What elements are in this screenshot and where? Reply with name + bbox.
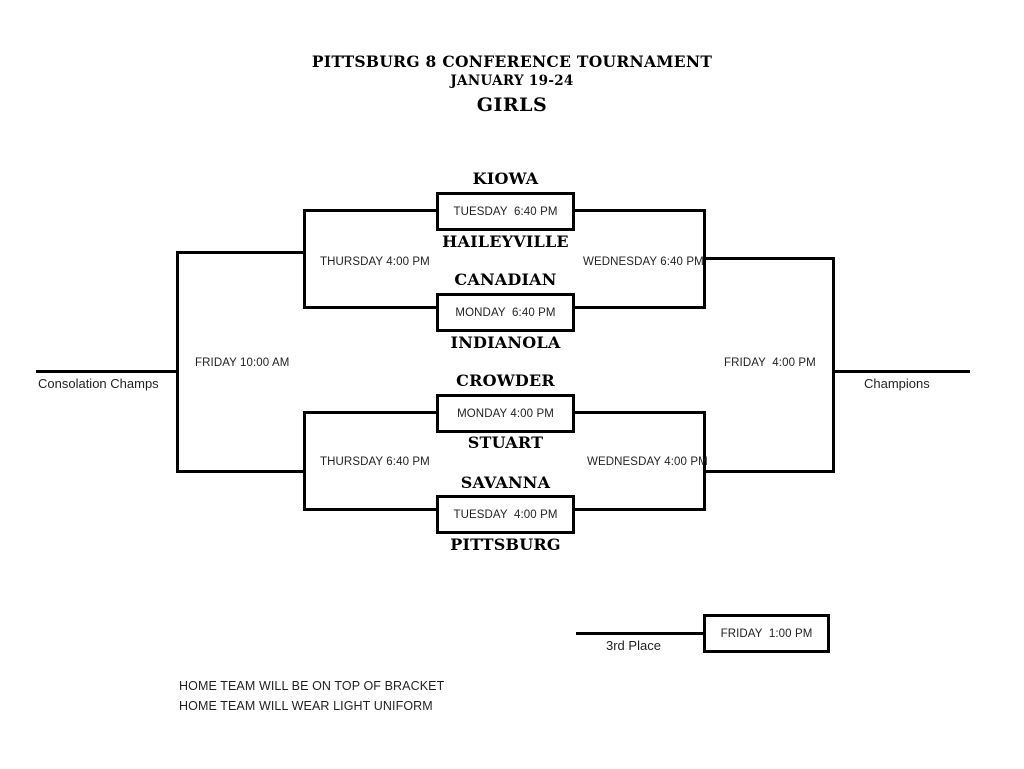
semifinal-upper-top-rail xyxy=(575,209,706,212)
game-box-3[interactable]: MONDAY 4:00 PM xyxy=(436,394,575,433)
championship-top-rail xyxy=(703,257,835,260)
championship-connector xyxy=(832,257,835,473)
champions-line xyxy=(832,370,970,373)
semifinal-lower-top-rail xyxy=(575,411,706,414)
team-haileyville: HAILEYVILLE xyxy=(442,232,569,251)
semifinal-lower-bottom-rail xyxy=(575,508,706,511)
team-canadian: CANADIAN xyxy=(454,270,557,289)
tournament-title: PITTSBURG 8 CONFERENCE TOURNAMENT xyxy=(311,52,713,71)
team-savanna: SAVANNA xyxy=(460,473,551,492)
third-place-label: 3rd Place xyxy=(606,638,661,653)
champions-label: Champions xyxy=(864,376,930,391)
consolation-upper-bottom-rail xyxy=(303,306,437,309)
game-2-time: MONDAY 6:40 PM xyxy=(455,306,556,319)
team-pittsburg: PITTSBURG xyxy=(450,535,561,554)
consolation-lower-time: THURSDAY 6:40 PM xyxy=(320,456,430,468)
tournament-division: GIRLS xyxy=(476,94,548,116)
team-indianola: INDIANOLA xyxy=(450,333,561,352)
game-box-1[interactable]: TUESDAY 6:40 PM xyxy=(436,192,575,231)
team-crowder: CROWDER xyxy=(456,371,555,390)
consolation-champs-label: Consolation Champs xyxy=(38,376,159,391)
game-1-time: TUESDAY 6:40 PM xyxy=(453,205,558,218)
semifinal-upper-bottom-rail xyxy=(575,306,706,309)
consolation-champs-line xyxy=(36,370,179,373)
consolation-lower-connector xyxy=(303,411,306,511)
consolation-upper-top-rail xyxy=(303,209,437,212)
third-place-time: FRIDAY 1:00 PM xyxy=(720,627,813,640)
footer-note-1: HOME TEAM WILL BE ON TOP OF BRACKET xyxy=(179,679,445,693)
third-place-game-box[interactable]: FRIDAY 1:00 PM xyxy=(703,614,830,653)
consolation-upper-time: THURSDAY 4:00 PM xyxy=(320,256,430,268)
team-stuart: STUART xyxy=(467,433,544,452)
consolation-final-bottom-rail xyxy=(176,470,306,473)
tournament-dates: JANUARY 19-24 xyxy=(450,73,574,89)
game-3-time: MONDAY 4:00 PM xyxy=(457,407,554,420)
semifinal-lower-time: WEDNESDAY 4:00 PM xyxy=(587,456,708,468)
consolation-upper-connector xyxy=(303,209,306,309)
consolation-final-top-rail xyxy=(176,251,306,254)
semifinal-upper-time: WEDNESDAY 6:40 PM xyxy=(583,256,704,268)
team-kiowa: KIOWA xyxy=(472,169,539,188)
game-box-4[interactable]: TUESDAY 4:00 PM xyxy=(436,495,575,534)
footer-note-2: HOME TEAM WILL WEAR LIGHT UNIFORM xyxy=(179,699,433,713)
game-box-2[interactable]: MONDAY 6:40 PM xyxy=(436,293,575,332)
third-place-line xyxy=(576,632,704,635)
championship-time: FRIDAY 4:00 PM xyxy=(724,357,816,369)
consolation-lower-top-rail xyxy=(303,411,437,414)
consolation-final-time: FRIDAY 10:00 AM xyxy=(195,357,290,369)
consolation-final-connector xyxy=(176,251,179,473)
consolation-lower-bottom-rail xyxy=(303,508,437,511)
championship-bottom-rail xyxy=(703,470,835,473)
semifinal-lower-connector xyxy=(703,411,706,511)
footer-notes: HOME TEAM WILL BE ON TOP OF BRACKET HOME… xyxy=(179,676,444,716)
bracket-header: PITTSBURG 8 CONFERENCE TOURNAMENT JANUAR… xyxy=(0,52,1024,118)
game-4-time: TUESDAY 4:00 PM xyxy=(453,508,558,521)
